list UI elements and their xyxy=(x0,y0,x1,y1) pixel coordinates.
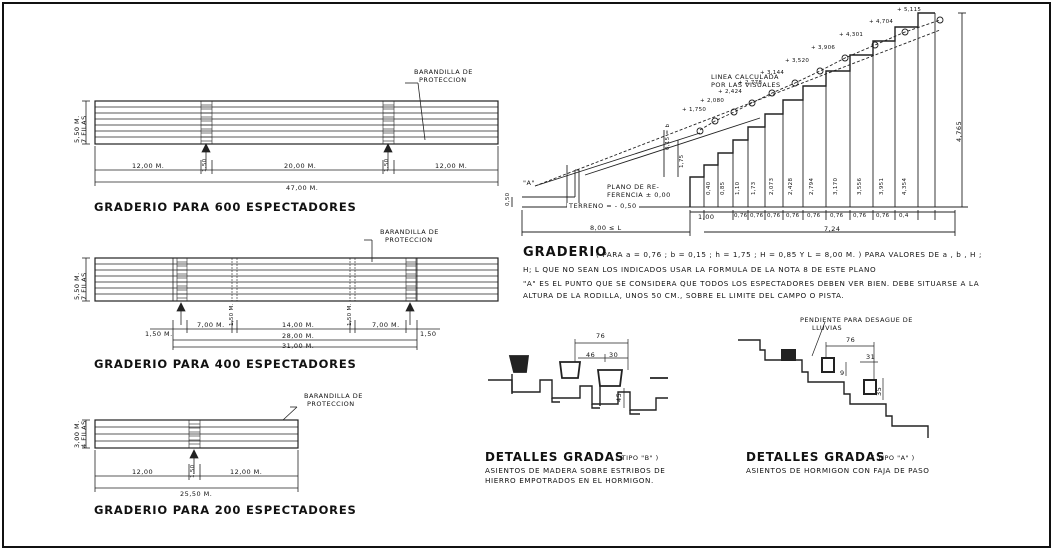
plan600-railing-label-2: PROTECCION xyxy=(419,76,467,84)
sight-height-label: + 2,080 xyxy=(700,98,725,104)
plan600-dim-3: 12,00 M. xyxy=(435,162,468,170)
plane-label-2: FERENCIA ± 0,00 xyxy=(607,191,671,199)
sight-height-label: + 3,906 xyxy=(811,45,836,51)
plan400-edge-2: 1,50 xyxy=(420,330,437,338)
detailb-dim-46: 46 xyxy=(586,351,596,359)
total-height: 4,765 xyxy=(955,120,963,142)
step-width-label: 0,76 xyxy=(734,213,748,219)
plan600-gap-2: 1,50 xyxy=(384,158,390,172)
detaila-dim-9: 9 xyxy=(840,369,845,377)
sight-height-label: + 2,424 xyxy=(718,89,743,95)
line-calc-1: LINEA CALCULADA xyxy=(711,73,779,81)
plan600-title: GRADERIO PARA 600 ESPECTADORES xyxy=(94,200,357,214)
step-width-label: 0,76 xyxy=(786,213,800,219)
plan600-dim-2: 20,00 M. xyxy=(284,162,317,170)
riser-height-label: 1,73 xyxy=(751,181,757,195)
detailb-desc-2: HIERRO EMPOTRADOS EN EL HORMIGON. xyxy=(485,476,654,485)
detailb-desc-1: ASIENTOS DE MADERA SOBRE ESTRIBOS DE xyxy=(485,466,666,475)
riser-height-label: 2,073 xyxy=(769,177,775,195)
plan600-rows: 7 FILAS xyxy=(80,115,88,143)
detaila-drain-2: LLUVIAS xyxy=(812,324,843,332)
detaila-desc-1: ASIENTOS DE HORMIGON CON FAJA DE PASO xyxy=(746,466,930,475)
plan400-edge-1: 1,50 M. xyxy=(145,330,173,338)
detaila-drain-1: PENDIENTE PARA DESAGUE DE xyxy=(800,316,913,324)
section-note-2: "A" ES EL PUNTO QUE SE CONSIDERA QUE TOD… xyxy=(523,279,980,288)
plan200-total: 25,50 M. xyxy=(180,490,213,498)
section-note-1: H; L QUE NO SEAN LOS INDICADOS USAR LA F… xyxy=(523,265,877,274)
point-a-label: "A" xyxy=(523,179,535,187)
step-width-label: 0,76 xyxy=(750,213,764,219)
sight-height-label: + 2,778 xyxy=(738,80,763,86)
line-calc-2: POR LAS VISUALES xyxy=(711,81,781,89)
detaila-title: DETALLES GRADAS xyxy=(746,450,886,464)
section-note-3: ALTURA DE LA RODILLA, UNOS 50 CM., SOBRE… xyxy=(523,291,845,300)
section-params: ( PARA a = 0,76 ; b = 0,15 ; h = 1,75 ; … xyxy=(596,250,982,259)
h-label: 1,75 xyxy=(679,154,685,168)
height-050: 0,50 xyxy=(505,192,511,206)
plan600-railing-label-1: BARANDILLA DE xyxy=(414,68,473,76)
plan400-railing-label-2: PROTECCION xyxy=(385,236,433,244)
plan400-gap-2: 1,50 M. xyxy=(347,303,353,326)
riser-height-label: 0,85 xyxy=(720,181,726,195)
step-width-label: 0,76 xyxy=(876,213,890,219)
step-width-label: 0,76 xyxy=(807,213,821,219)
span-label: 7,24 xyxy=(824,225,841,233)
section-title: GRADERIO xyxy=(523,245,608,260)
plan400-dim-1: 7,00 M. xyxy=(197,321,225,329)
riser-height-label: 3,170 xyxy=(833,177,839,195)
detailb-dim-45: 45 xyxy=(615,392,623,402)
plan400-title: GRADERIO PARA 400 ESPECTADORES xyxy=(94,357,357,371)
plan400-total: 31,00 M. xyxy=(282,342,315,350)
plan200-rows: 4 FILAS xyxy=(80,420,88,448)
riser-height-label: 1,10 xyxy=(735,181,741,195)
step-width-label: 0,4 xyxy=(899,213,909,219)
plan200-dim-1: 12,00 xyxy=(132,468,154,476)
detailb-dim-76: 76 xyxy=(596,332,606,340)
detaila-dim-35: 35 xyxy=(875,386,883,396)
riser-height-label: 3,556 xyxy=(857,177,863,195)
sight-height-label: + 1,750 xyxy=(682,107,707,113)
terrain-label: TERRENO = - 0,50 xyxy=(567,202,639,210)
plan200-railing-label-1: BARANDILLA DE xyxy=(304,392,363,400)
detaila-type: ( TIPO "A" ) xyxy=(872,454,915,462)
plan600-gap-1: 1,50 xyxy=(202,158,208,172)
sight-height-label: + 5,115 xyxy=(897,7,922,13)
plan400-railing-label-1: BARANDILLA DE xyxy=(380,228,439,236)
riser-height-label: 2,794 xyxy=(809,177,815,195)
plan200-dim-2: 12,00 M. xyxy=(230,468,263,476)
detailb-title: DETALLES GRADAS xyxy=(485,450,625,464)
plan400-sub: 28,00 M. xyxy=(282,332,315,340)
riser-height-label: 3,951 xyxy=(879,177,885,195)
detaila-dim-76: 76 xyxy=(846,336,856,344)
detaila-dim-31: 31 xyxy=(866,353,876,361)
plan400-rows: 7 FILAS xyxy=(80,272,88,300)
sight-height-label: + 3,520 xyxy=(785,58,810,64)
plan200-railing-label-2: PROTECCION xyxy=(307,400,355,408)
plan200-title: GRADERIO PARA 200 ESPECTADORES xyxy=(94,503,357,517)
dist-L: 8,00 ≤ L xyxy=(590,224,622,232)
riser-height-label: 4,354 xyxy=(902,177,908,195)
plane-label-1: PLANO DE RE- xyxy=(607,183,660,191)
plan400-dim-3: 7,00 M. xyxy=(372,321,400,329)
plan600-total: 47,00 M. xyxy=(286,184,319,192)
sight-height-label: + 4,704 xyxy=(869,19,894,25)
plan400-dim-2: 14,00 M. xyxy=(282,321,315,329)
detailb-type: ( TIPO "B" ) xyxy=(616,454,659,462)
riser-height-label: 2,428 xyxy=(788,177,794,195)
step-width-label: 0,76 xyxy=(830,213,844,219)
sight-height-label: + 3,144 xyxy=(760,70,785,76)
plan400-gap-1: 1,50 M. xyxy=(229,303,235,326)
b-label: 0,15 = b xyxy=(665,123,671,150)
sight-height-label: + 4,301 xyxy=(839,32,864,38)
detailb-dim-30: 30 xyxy=(609,351,619,359)
step-width-label: 0,76 xyxy=(767,213,781,219)
riser-height-label: 0,40 xyxy=(706,181,712,195)
plan600-dim-1: 12,00 M. xyxy=(132,162,165,170)
first-step: 1,00 xyxy=(698,213,715,221)
plan200-gap: 1,50 xyxy=(190,464,196,478)
step-width-label: 0,76 xyxy=(853,213,867,219)
